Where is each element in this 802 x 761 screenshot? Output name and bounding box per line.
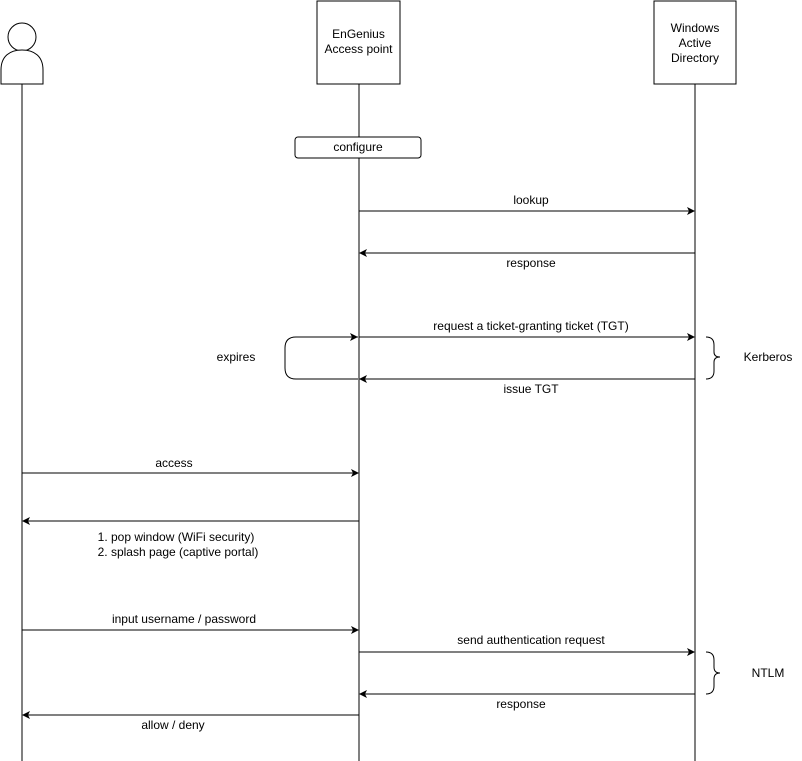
allow-deny-label: allow / deny: [141, 718, 204, 732]
directory-label-line3: Directory: [671, 51, 719, 65]
access-point-actor: EnGenius Access point: [316, 0, 401, 85]
user-actor: [0, 22, 44, 85]
response-label-1: response: [506, 256, 556, 270]
directory-label-line2: Active: [679, 36, 712, 50]
pop-window-label: 1. pop window (WiFi security): [98, 530, 255, 544]
ntlm-brace: [705, 651, 721, 695]
access-point-label-line2: Access point: [324, 42, 393, 56]
lookup-label: lookup: [513, 193, 549, 207]
directory-label-line1: Windows: [671, 21, 720, 35]
configure-label: configure: [333, 140, 383, 154]
directory-actor: Windows Active Directory: [653, 0, 737, 85]
directory-box: [653, 0, 737, 85]
send-auth-label: send authentication request: [457, 633, 605, 647]
expires-label: expires: [217, 350, 256, 364]
ntlm-label: NTLM: [752, 666, 785, 680]
expires-arrowhead: [350, 333, 358, 341]
kerberos-brace: [705, 336, 721, 380]
access-label: access: [155, 456, 192, 470]
issue-tgt-label: issue TGT: [503, 382, 559, 396]
expires-loop: [284, 336, 358, 380]
splash-page-label: 2. splash page (captive portal): [98, 545, 259, 559]
response-label-2: response: [496, 697, 546, 711]
credentials-label: input username / password: [112, 612, 256, 626]
configure-box: [294, 136, 422, 159]
access-point-label-line1: EnGenius: [332, 27, 385, 41]
kerberos-label: Kerberos: [744, 350, 793, 364]
request-tgt-label: request a ticket-granting ticket (TGT): [433, 319, 628, 333]
user-icon: [0, 22, 44, 85]
